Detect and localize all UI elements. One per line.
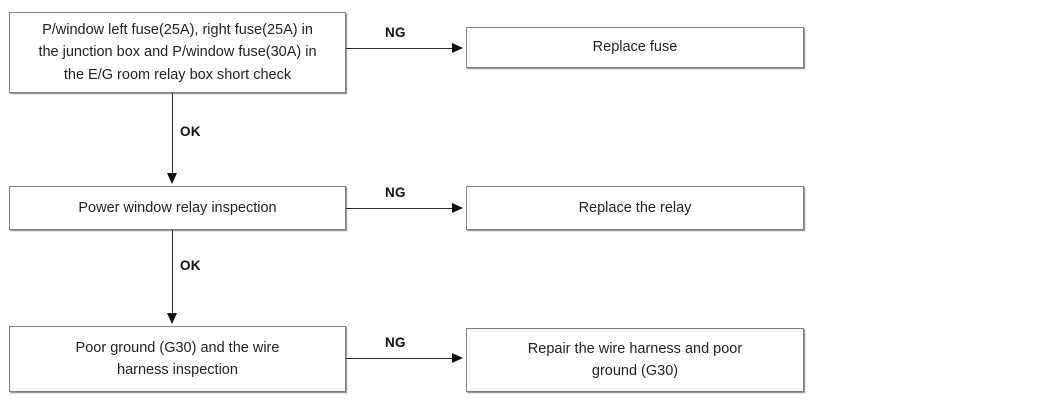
node-replace-fuse: Replace fuse — [466, 27, 804, 68]
edge-ok-1-label: OK — [180, 124, 201, 139]
edge-ok-2-line — [172, 230, 173, 315]
edge-ng-1-arrowhead-icon — [452, 43, 463, 53]
edge-ok-1-arrowhead-icon — [167, 173, 177, 184]
node-replace-fuse-label: Replace fuse — [592, 39, 678, 56]
edge-ok-1-line — [172, 93, 173, 175]
edge-ng-2-arrowhead-icon — [452, 203, 463, 213]
node-fuse-short-check: P/window left fuse(25A), right fuse(25A)… — [9, 12, 346, 93]
node-poor-ground-harness-inspection: Poor ground (G30) and the wire harness i… — [9, 326, 346, 392]
edge-ok-2-arrowhead-icon — [167, 313, 177, 324]
edge-ng-2-line — [346, 208, 456, 209]
edge-ng-2-label: NG — [385, 185, 406, 200]
node-power-window-relay-inspection: Power window relay inspection — [9, 186, 346, 230]
node-repair-harness-and-ground: Repair the wire harness and poor ground … — [466, 328, 804, 392]
edge-ng-3-arrowhead-icon — [452, 353, 463, 363]
node-repair-harness-and-ground-label: Repair the wire harness and poor ground … — [527, 340, 743, 379]
node-poor-ground-harness-inspection-label: Poor ground (G30) and the wire harness i… — [75, 339, 280, 378]
edge-ng-1-line — [346, 48, 456, 49]
edge-ng-1-label: NG — [385, 25, 406, 40]
node-power-window-relay-inspection-label: Power window relay inspection — [78, 199, 277, 216]
node-replace-the-relay-label: Replace the relay — [578, 199, 692, 216]
edge-ng-3-label: NG — [385, 335, 406, 350]
edge-ok-2-label: OK — [180, 258, 201, 273]
edge-ng-3-line — [346, 358, 456, 359]
node-replace-the-relay: Replace the relay — [466, 186, 804, 230]
node-fuse-short-check-label: P/window left fuse(25A), right fuse(25A)… — [38, 22, 317, 83]
